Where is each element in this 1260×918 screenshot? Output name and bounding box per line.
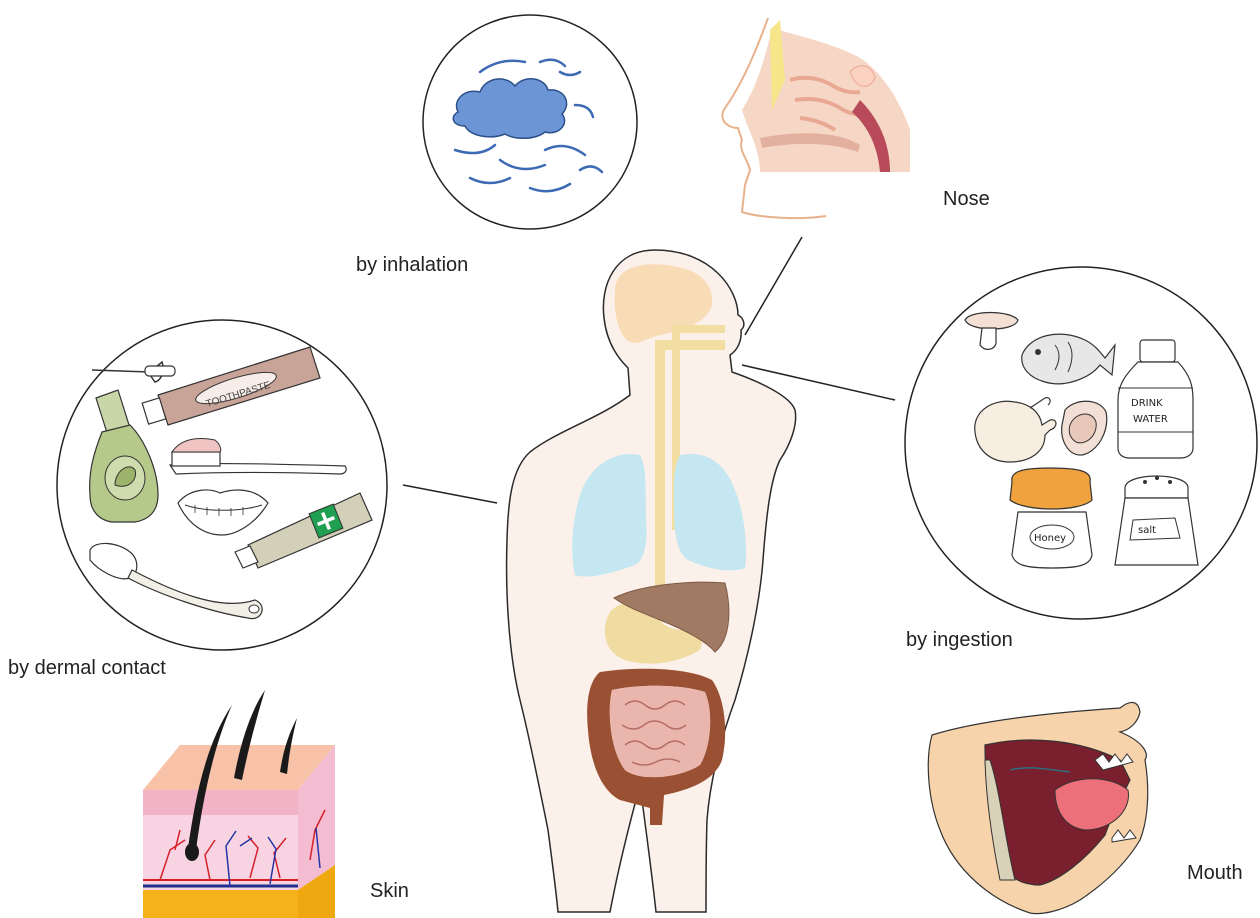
connector-nose bbox=[745, 237, 802, 335]
label-by-dermal-contact: by dermal contact bbox=[8, 657, 166, 680]
water-label: WATER bbox=[1133, 414, 1168, 425]
salt-shaker-icon: salt bbox=[1115, 476, 1198, 565]
mouth-illustration bbox=[928, 702, 1147, 913]
salt-label: salt bbox=[1138, 525, 1156, 536]
label-by-inhalation: by inhalation bbox=[356, 254, 468, 277]
label-by-ingestion: by ingestion bbox=[906, 629, 1013, 652]
ingestion-circle: DRINK WATER Honey salt bbox=[905, 267, 1257, 619]
small-intestine bbox=[610, 686, 710, 777]
label-nose: Nose bbox=[943, 188, 990, 211]
human-body bbox=[507, 250, 796, 912]
label-mouth: Mouth bbox=[1187, 862, 1243, 885]
fat-layer bbox=[143, 890, 298, 918]
dermal-contact-circle: TOOTHPASTE bbox=[57, 320, 387, 650]
nose-illustration bbox=[722, 18, 910, 218]
epidermis bbox=[143, 790, 298, 815]
inhalation-circle bbox=[423, 15, 637, 229]
honey-jar-icon: Honey bbox=[1010, 468, 1092, 568]
honey-label: Honey bbox=[1034, 533, 1066, 544]
label-skin: Skin bbox=[370, 880, 409, 903]
skin-illustration bbox=[143, 690, 335, 918]
drink-label: DRINK bbox=[1131, 398, 1163, 409]
connector-dermal bbox=[403, 485, 497, 503]
